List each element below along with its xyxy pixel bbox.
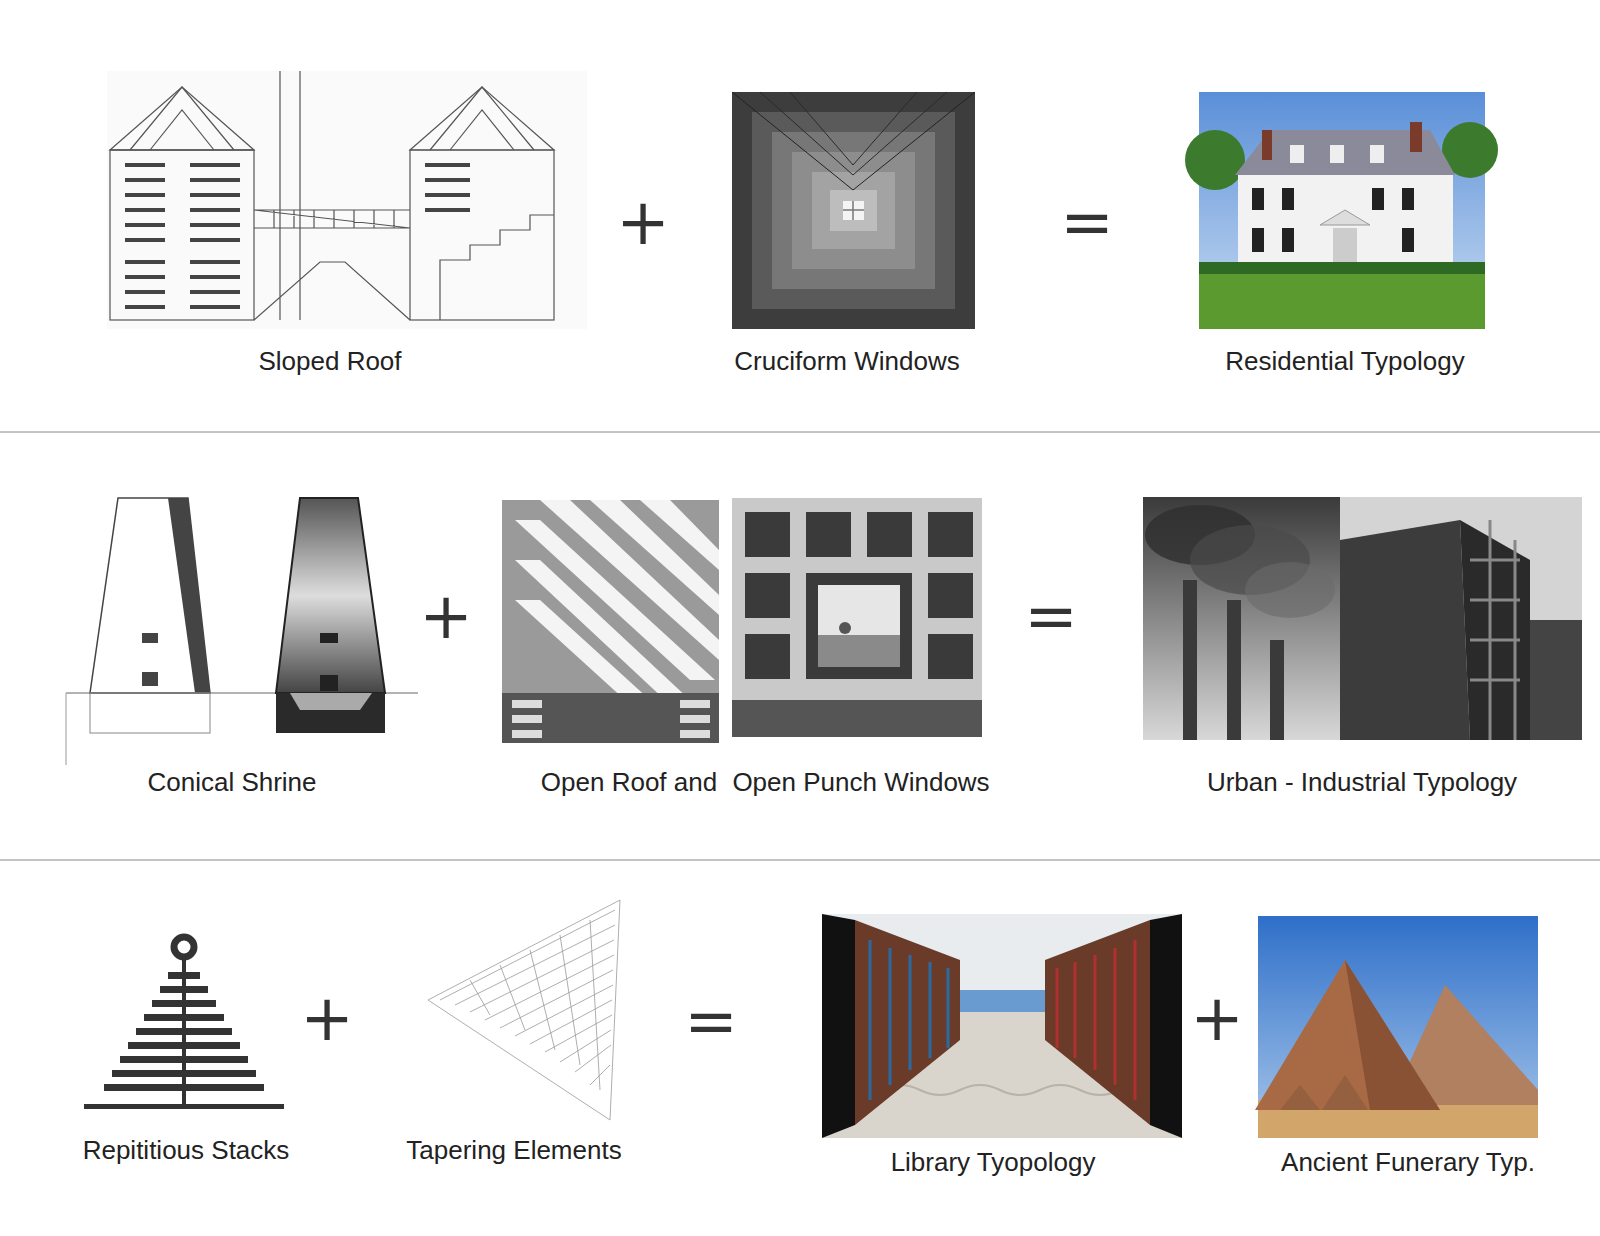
caption: Library Tyopology (891, 1148, 1096, 1177)
operator-symbol: + (419, 581, 473, 651)
operator-symbol: = (1060, 187, 1114, 257)
caption: Sloped Roof (258, 347, 401, 376)
caption: Tapering Elements (406, 1136, 621, 1165)
caption: Residential Typology (1225, 347, 1464, 376)
operator-symbol: + (1190, 983, 1244, 1053)
caption: Repititious Stacks (83, 1136, 290, 1165)
industrial-photo (1143, 497, 1582, 740)
operator-symbol: + (300, 983, 354, 1053)
open-roof-drawing (502, 500, 719, 743)
pyramid-photo (1255, 916, 1538, 1138)
conical-shrine-drawing (66, 498, 418, 765)
house-photo (1185, 92, 1498, 329)
caption: Ancient Funerary Typ. (1281, 1148, 1535, 1177)
caption: Conical Shrine (147, 768, 316, 797)
corridor-image (732, 92, 975, 329)
caption: Open Roof and (541, 768, 717, 797)
operator-symbol: = (684, 986, 738, 1056)
operator-symbol: + (616, 187, 670, 257)
stacks-symbol (84, 937, 284, 1109)
tapering-drawing (428, 900, 620, 1120)
operator-symbol: = (1024, 581, 1078, 651)
punch-window-drawing (732, 498, 982, 737)
separator (0, 432, 1600, 433)
caption: Open Punch Windows (732, 768, 989, 797)
library-photo (822, 914, 1182, 1138)
sloped-roof-drawing (107, 71, 587, 329)
separator (0, 860, 1600, 861)
caption: Urban - Industrial Typology (1207, 768, 1517, 797)
caption: Cruciform Windows (734, 347, 959, 376)
